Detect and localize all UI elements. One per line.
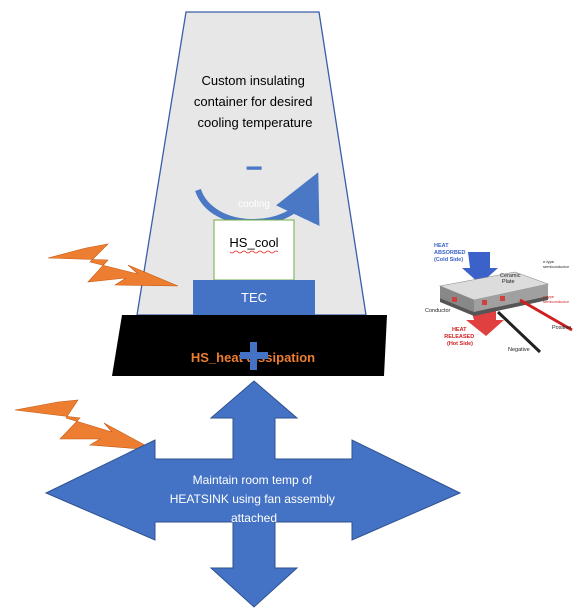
ceramic-plate-line-2: Plate (502, 279, 515, 285)
p-type-label: p-type semiconductor (543, 294, 570, 304)
heat-absorbed-line-3: (Cold Side) (434, 257, 463, 263)
pellet (482, 300, 487, 305)
container-label: Custom insulating container for desired … (194, 73, 316, 130)
conductor-label: Conductor (425, 308, 451, 314)
hs-cool-label: HS_cool (229, 235, 278, 250)
heat-absorbed-label: HEAT ABSORBED (Cold Side) (434, 243, 467, 263)
cooling-label: cooling (238, 199, 270, 210)
n-type-line-2: semiconductor (543, 264, 570, 269)
heat-released-line-2: RELEASED (444, 334, 474, 340)
container-label-line-3: cooling temperature (198, 115, 313, 130)
container-label-line-2: container for desired (194, 94, 313, 109)
container-label-line-1: Custom insulating (202, 73, 305, 88)
fan-label-line-1: Maintain room temp of (193, 473, 313, 487)
negative-wire (496, 310, 542, 354)
ceramic-plate-bottom (440, 296, 548, 316)
tec-inset-illustration: HEAT ABSORBED (Cold Side) Ceramic Plate … (425, 243, 573, 354)
fan-arrow-label: Maintain room temp of HEATSINK using fan… (170, 473, 339, 525)
peltier-side (474, 284, 548, 312)
heat-released-line-3: (Hot Side) (447, 341, 473, 347)
tec-label: TEC (241, 290, 267, 305)
spellcheck-underline (229, 250, 279, 254)
pellet (500, 296, 505, 301)
ceramic-plate-line-1: Ceramic (500, 273, 521, 279)
heat-absorbed-line-1: HEAT (434, 243, 449, 249)
positive-label: Positive (552, 325, 571, 331)
heat-absorbed-line-2: ABSORBED (434, 250, 466, 256)
n-type-label: n-type semiconductor (543, 259, 570, 269)
lightning-bolt-upper-icon (47, 243, 179, 287)
n-type-line-1: n-type (543, 259, 555, 264)
plus-sign-vertical (250, 342, 257, 370)
p-type-line-2: semiconductor (543, 299, 570, 304)
positive-wire (519, 298, 573, 332)
ceramic-plate-label: Ceramic Plate (500, 273, 522, 285)
p-type-line-1: p-type (543, 294, 555, 299)
fan-label-line-2: HEATSINK using fan assembly (170, 492, 335, 506)
pellet (452, 297, 457, 302)
heat-released-label: HEAT RELEASED (Hot Side) (444, 327, 475, 347)
lightning-bolt-lower-icon (14, 399, 155, 451)
tec-block (193, 280, 315, 315)
hs-cool-box (213, 219, 295, 281)
negative-label: Negative (508, 347, 530, 353)
fan-four-way-arrow (44, 380, 462, 608)
fan-label-line-3: attached (231, 511, 277, 525)
hs-heat-block (112, 315, 387, 376)
minus-sign: − (245, 152, 263, 185)
heat-absorbed-arrow (462, 252, 498, 284)
heat-released-line-1: HEAT (452, 327, 467, 333)
